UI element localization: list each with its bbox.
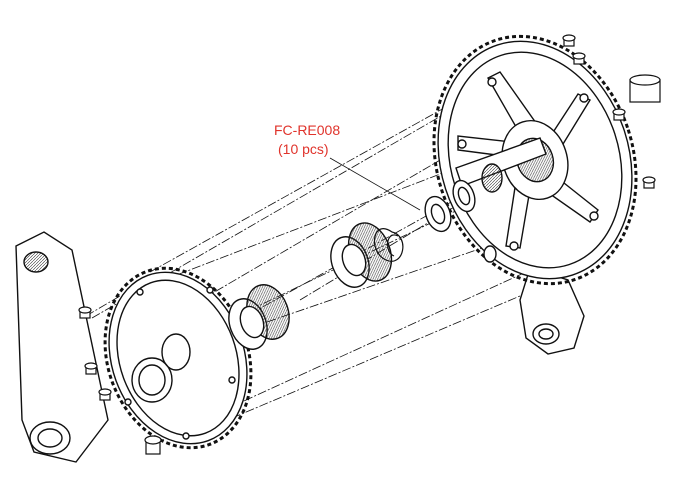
bolt-icon [612,108,626,121]
bolt-icon [78,306,92,319]
right-crank-arm [519,267,585,355]
bolt-icon [84,362,98,375]
part-number-label: FC-RE008 [274,122,340,138]
quantity-label: (10 pcs) [278,141,329,157]
bolt-icon [642,176,656,189]
left-crank-arm [15,231,109,463]
wave-washer [373,228,404,262]
bottom-bracket-cup [330,222,393,288]
callout-leader-line [329,157,421,211]
bolt-icon [629,74,661,103]
bolt-icon [98,388,112,401]
bolt-icon [562,34,576,47]
small-chainring [103,266,253,450]
bolt-icon [144,435,162,455]
large-chainring [432,34,638,286]
left-bearing-cup [228,284,290,350]
chainring-bolts [78,34,661,455]
bearing-rings [424,179,497,263]
bolt-icon [572,52,586,65]
